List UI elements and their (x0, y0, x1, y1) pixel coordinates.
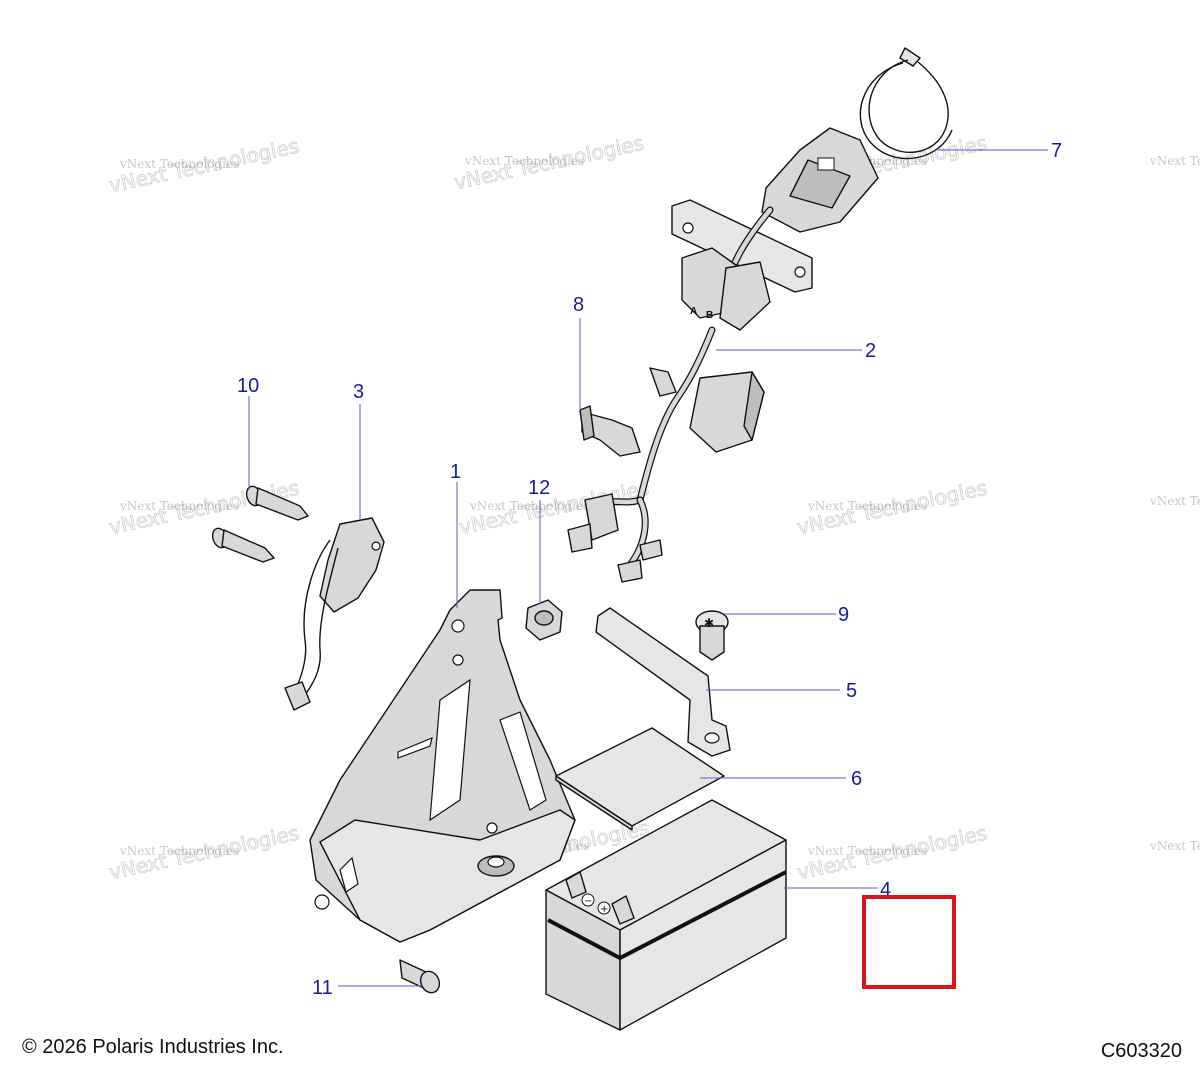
part-8-rivet[interactable] (579, 367, 677, 457)
callout-11[interactable]: 11 (312, 977, 333, 999)
callout-4[interactable]: 4 (880, 879, 891, 901)
minus-terminal-icon: − (584, 896, 592, 907)
part-7-cable-tie[interactable] (859, 47, 953, 160)
star-drive-icon: ✱ (704, 616, 714, 630)
callout-labels: 7 2 8 3 10 1 12 9 5 6 4 11 (237, 140, 1062, 999)
watermark-text: vNext Technologies (119, 157, 239, 171)
leader-lines (248, 149, 1048, 987)
watermark-text: vNext Technologies (464, 154, 584, 168)
callout-2[interactable]: 2 (865, 340, 876, 362)
plug-letter-a: A (690, 306, 697, 317)
callout-8[interactable]: 8 (573, 294, 584, 316)
watermark-text: vNext Technologies (119, 844, 239, 858)
part-11-screw[interactable] (399, 959, 443, 996)
callout-7[interactable]: 7 (1051, 140, 1062, 162)
watermark-text: vNext Technologies (1149, 154, 1200, 168)
callout-1[interactable]: 1 (450, 461, 461, 483)
part-1-battery-box[interactable] (309, 589, 576, 943)
diagram-code: C603320 (1100, 1040, 1182, 1062)
callout-9[interactable]: 9 (838, 604, 849, 626)
highlight-box[interactable] (862, 895, 956, 989)
plug-letter-b: B (706, 310, 713, 321)
watermark-text: vNext Technologies (119, 499, 239, 513)
part-2-harness[interactable]: A B (567, 127, 879, 583)
callout-10[interactable]: 10 (237, 375, 259, 397)
callout-12[interactable]: 12 (528, 477, 550, 499)
watermark-text: vNext Technologies (469, 499, 589, 513)
part-12-nut[interactable] (525, 599, 563, 641)
watermark-text: vNext Technologies (807, 844, 927, 858)
watermark-text: vNext Technologies (1149, 839, 1200, 853)
part-3-sensor[interactable] (284, 517, 385, 711)
part-9-screw[interactable]: ✱ (695, 610, 729, 661)
callout-6[interactable]: 6 (851, 768, 862, 790)
part-6-pad[interactable] (555, 727, 725, 831)
watermark-text: vNext Technologies (807, 499, 927, 513)
part-10-screws[interactable] (210, 484, 309, 563)
callout-3[interactable]: 3 (353, 381, 364, 403)
watermark-text: vNext Technologies (1149, 494, 1200, 508)
part-4-battery[interactable]: − + (545, 799, 787, 1031)
part-5-strap[interactable] (595, 607, 731, 757)
copyright-text: © 2026 Polaris Industries Inc. (22, 1036, 284, 1058)
callout-5[interactable]: 5 (846, 680, 857, 702)
plus-terminal-icon: + (600, 904, 608, 915)
